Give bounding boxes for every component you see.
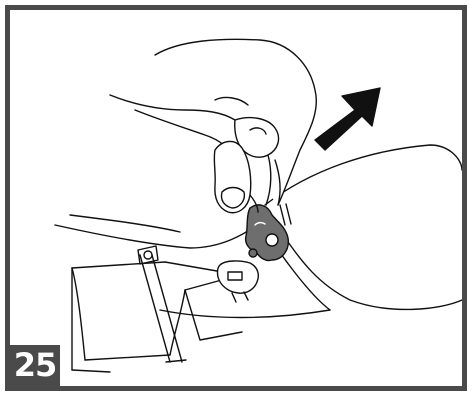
hand-icon [109,38,317,214]
step-illustration [54,38,462,373]
housing-slot [279,203,292,226]
arrow-up-right-icon [314,87,381,151]
hinge-strut [137,245,187,363]
figure-frame: 25 [5,5,467,391]
step-number-badge: 25 [10,345,60,386]
latch-clip-icon [216,260,259,303]
key-tool-icon [244,204,289,262]
